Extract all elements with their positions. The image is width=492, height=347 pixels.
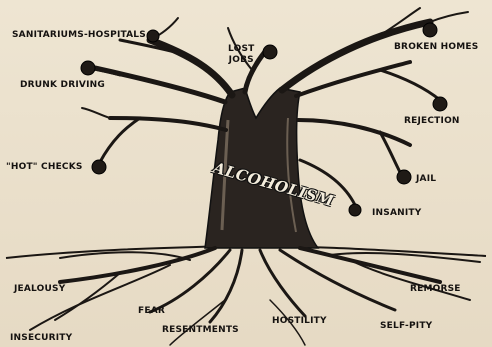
fruit-jail bbox=[397, 170, 411, 184]
label-jail: JAIL bbox=[416, 174, 436, 185]
label-broken-homes: BROKEN HOMES bbox=[394, 42, 478, 53]
label-fear: FEAR bbox=[138, 306, 165, 317]
label-hostility: HOSTILITY bbox=[272, 316, 327, 327]
label-sanitariums-hospitals: SANITARIUMS-HOSPITALS bbox=[12, 30, 146, 41]
label-lost-jobs: LOST JOBS bbox=[228, 44, 255, 66]
fruit-insanity bbox=[349, 204, 361, 216]
label-insanity: INSANITY bbox=[372, 208, 421, 219]
fruit-rejection bbox=[433, 97, 447, 111]
label-drunk-driving: DRUNK DRIVING bbox=[20, 80, 105, 91]
fruit-broken-homes bbox=[423, 23, 437, 37]
label-jealousy: JEALOUSY bbox=[14, 284, 65, 295]
fruit-sanitariums bbox=[147, 30, 159, 42]
label-insecurity: INSECURITY bbox=[10, 333, 72, 344]
label-self-pity: SELF-PITY bbox=[380, 321, 432, 332]
label-rejection: REJECTION bbox=[404, 116, 460, 127]
label-hot-checks: "HOT" CHECKS bbox=[6, 162, 83, 173]
fruit-drunk-driving bbox=[81, 61, 95, 75]
label-resentments: RESENTMENTS bbox=[162, 325, 239, 336]
label-remorse: REMORSE bbox=[410, 284, 461, 295]
fruit-lost-jobs bbox=[263, 45, 277, 59]
fruit-hot-checks bbox=[92, 160, 106, 174]
